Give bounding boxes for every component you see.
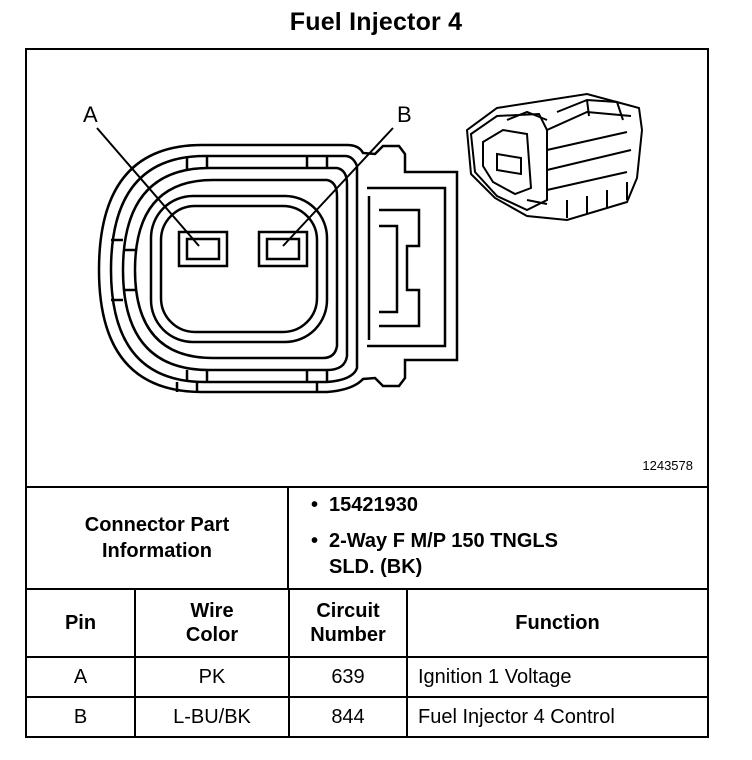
table-row: B L-BU/BK 844 Fuel Injector 4 Control: [27, 696, 707, 736]
bullet-icon: •: [311, 530, 319, 552]
header-circuit-line2: Number: [310, 624, 386, 646]
connector-part-info-label: Connector Part Information: [27, 488, 289, 588]
bullet-icon: •: [311, 494, 319, 516]
connector-housing-ring-4: [133, 178, 339, 360]
connector-drawing: [96, 92, 644, 394]
description-item: • 2-Way F M/P 150 TNGLS: [311, 528, 558, 554]
connector-housing-ring-3: [121, 166, 349, 372]
connector-part-info-values: • 15421930 • 2-Way F M/P 150 TNGLS SLD. …: [289, 488, 707, 588]
pin-table-header: Pin Wire Color Circuit Number Function: [27, 588, 707, 658]
header-pin: Pin: [27, 588, 136, 658]
connector-housing-ring-2: [109, 154, 359, 384]
connector-info-label-line1: Connector Part: [84, 514, 230, 536]
page-title: Fuel Injector 4: [289, 8, 463, 36]
cell-wire-color: PK: [134, 656, 290, 698]
connector-part-info: Connector Part Information • 15421930 • …: [27, 486, 707, 588]
cell-pin: B: [27, 696, 136, 736]
leader-line-b: [282, 127, 394, 247]
description-item-continued: SLD. (BK): [329, 554, 422, 580]
pin-table: Pin Wire Color Circuit Number Function A…: [27, 588, 707, 736]
connector-diagram: A B 1243578: [27, 50, 707, 486]
pin-label-a: A: [83, 102, 98, 127]
figure-id: 1243578: [642, 458, 693, 473]
table-row: A PK 639 Ignition 1 Voltage: [27, 656, 707, 698]
header-wire-color: Wire Color: [134, 588, 290, 658]
cell-function: Fuel Injector 4 Control: [406, 696, 707, 736]
header-circuit-number: Circuit Number: [288, 588, 408, 658]
header-wire-color-line2: Color: [185, 624, 239, 646]
cell-circuit: 639: [288, 656, 408, 698]
description-line1: 2-Way F M/P 150 TNGLS: [329, 530, 558, 552]
connector-latch: [367, 186, 447, 348]
pin-label-b: B: [397, 102, 412, 127]
cell-function: Ignition 1 Voltage: [406, 656, 707, 698]
terminal-a: [177, 230, 229, 268]
cell-circuit: 844: [288, 696, 408, 736]
header-wire-color-line1: Wire: [190, 600, 234, 622]
terminal-b: [257, 230, 309, 268]
part-number: 15421930: [329, 494, 418, 516]
connector-perspective-image: [465, 92, 644, 222]
cell-pin: A: [27, 656, 136, 698]
connector-info-label-line2: Information: [102, 540, 212, 562]
leader-line-a: [96, 127, 200, 247]
connector-frame: A B 1243578 Connector Part Information •…: [25, 48, 709, 738]
header-function: Function: [406, 588, 707, 658]
part-number-item: • 15421930: [311, 492, 418, 518]
cell-wire-color: L-BU/BK: [134, 696, 290, 736]
connector-cavity: [149, 194, 329, 344]
header-circuit-line1: Circuit: [316, 600, 380, 622]
description-line2: SLD. (BK): [329, 556, 423, 578]
connector-housing-outline: [97, 143, 459, 394]
